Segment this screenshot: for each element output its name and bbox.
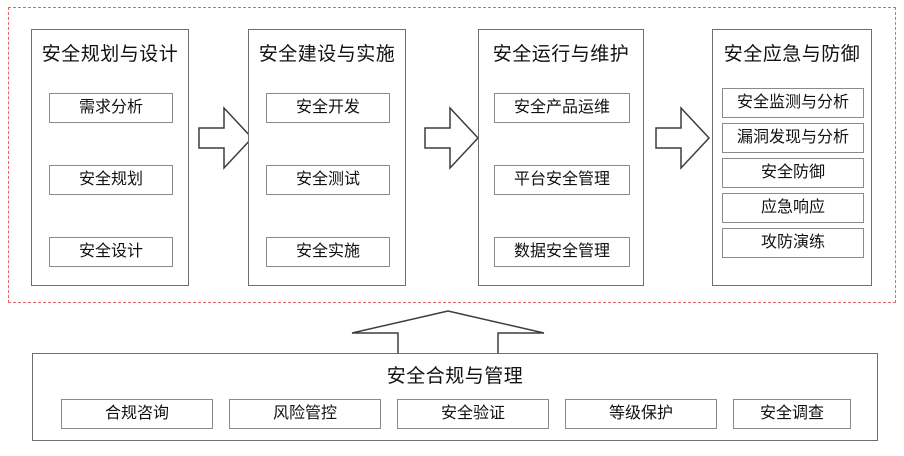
stage-box-planning-design[interactable]: 安全规划与设计 需求分析 安全规划 安全设计 [31,29,189,286]
stage-box-operate-maintain[interactable]: 安全运行与维护 安全产品运维 平台安全管理 数据安全管理 [478,29,644,286]
stage-item-label: 安全测试 [295,171,360,188]
stage-item[interactable]: 安全防御 [722,158,864,188]
stage-item[interactable]: 安全产品运维 [494,93,630,123]
arrow-stage3-to-stage4-icon [655,105,711,171]
stage-item[interactable]: 数据安全管理 [494,237,630,267]
stage-item[interactable]: 平台安全管理 [494,165,630,195]
support-item[interactable]: 风险管控 [229,399,381,429]
stage-item-label: 数据安全管理 [513,243,610,260]
support-item[interactable]: 安全验证 [397,399,549,429]
stage-item[interactable]: 安全设计 [49,237,173,267]
stage-item-label: 安全规划 [78,171,143,188]
stage-item-label: 平台安全管理 [513,171,610,188]
arrow-stage2-to-stage3-icon [424,105,480,171]
stage-item-label: 攻防演练 [760,234,825,251]
lifecycle-zone-boundary [8,7,896,303]
support-panel-compliance-management[interactable]: 安全合规与管理 合规咨询 风险管控 安全验证 等级保护 安全调查 [32,353,878,441]
support-item-label: 安全调查 [759,405,824,422]
support-item[interactable]: 等级保护 [565,399,717,429]
support-item-label: 等级保护 [608,405,673,422]
stage-item-label: 安全实施 [295,243,360,260]
support-panel-title: 安全合规与管理 [386,366,524,387]
stage-title: 安全应急与防御 [723,44,861,65]
stage-box-emergency-defense[interactable]: 安全应急与防御 安全监测与分析 漏洞发现与分析 安全防御 应急响应 攻防演练 [712,29,872,286]
support-item-label: 风险管控 [272,405,337,422]
support-item[interactable]: 合规咨询 [61,399,213,429]
stage-item[interactable]: 需求分析 [49,93,173,123]
stage-item[interactable]: 安全实施 [266,237,390,267]
support-item[interactable]: 安全调查 [733,399,851,429]
stage-item-label: 安全防御 [760,164,825,181]
stage-item[interactable]: 安全开发 [266,93,390,123]
stage-item[interactable]: 安全规划 [49,165,173,195]
stage-item[interactable]: 应急响应 [722,193,864,223]
stage-item[interactable]: 安全测试 [266,165,390,195]
stage-item-label: 应急响应 [760,199,825,216]
support-item-label: 安全验证 [440,405,505,422]
stage-item[interactable]: 漏洞发现与分析 [722,123,864,153]
stage-title: 安全建设与实施 [258,44,396,65]
stage-item[interactable]: 安全监测与分析 [722,88,864,118]
stage-title: 安全规划与设计 [41,44,179,65]
stage-title: 安全运行与维护 [492,44,630,65]
stage-item[interactable]: 攻防演练 [722,228,864,258]
stage-item-label: 需求分析 [78,99,143,116]
stage-item-label: 漏洞发现与分析 [736,129,849,146]
stage-item-label: 安全监测与分析 [736,94,849,111]
stage-item-label: 安全开发 [295,99,360,116]
support-item-label: 合规咨询 [104,405,169,422]
arrow-support-to-lifecycle-icon [350,308,546,358]
stage-item-label: 安全设计 [78,243,143,260]
stage-item-label: 安全产品运维 [513,99,610,116]
arrow-stage1-to-stage2-icon [198,105,254,171]
stage-box-build-implement[interactable]: 安全建设与实施 安全开发 安全测试 安全实施 [248,29,406,286]
